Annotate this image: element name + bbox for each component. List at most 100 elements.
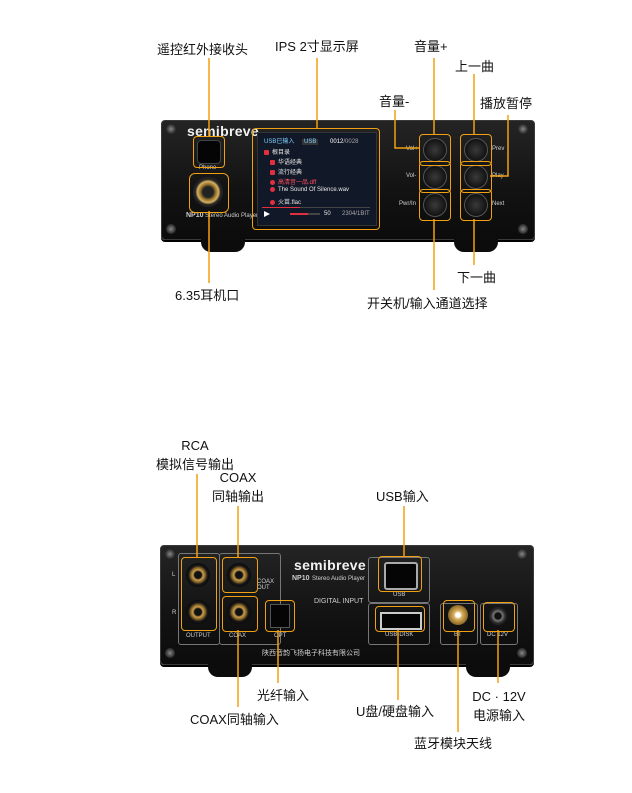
pwr-label: Pwr/In (399, 201, 417, 207)
coax-input-jack[interactable] (227, 600, 251, 624)
screen-row-text: 火苗.flac (278, 200, 302, 206)
ann-vol-down: 音量- (379, 94, 410, 109)
output-label: OUTPUT (186, 633, 211, 639)
dc-highlight (483, 602, 515, 632)
ann-power: 开关机/输入通道选择 (367, 296, 488, 311)
btn-highlight (460, 134, 492, 166)
btn-highlight (460, 189, 492, 221)
screen-row-text: 华语经典 (278, 160, 303, 166)
screen-row: 火苗.flac (270, 197, 301, 206)
screen-tag: USB (302, 139, 319, 145)
btn-highlight (419, 161, 451, 193)
ann-coax-out: COAX 同轴输出 (211, 470, 264, 504)
screen-row: The Sound Of Silence.wav (270, 187, 349, 193)
rear-model: NP10 (292, 575, 310, 582)
btn-highlight (419, 189, 451, 221)
screen-row-text: 高清音一品.dff (278, 180, 317, 186)
front-model-sub: Stereo Audio Player (205, 213, 259, 219)
bt-antenna-connector[interactable] (448, 605, 468, 625)
bt-box (440, 603, 478, 645)
screen-header-text: USB已输入 (264, 139, 295, 145)
btn-highlight (460, 161, 492, 193)
ips-screen: USB已输入 USB 0012/0028 根目录 华语经典 流行经典 高清音一品… (257, 132, 377, 226)
ann-play-pause: 播放暂停 (480, 96, 533, 111)
screen-row-text: 流行经典 (278, 170, 303, 176)
screen-bitrate: 2304/1BIT (342, 211, 370, 217)
coax-out-highlight (222, 557, 258, 593)
optical-highlight (265, 600, 295, 632)
screw (517, 648, 527, 658)
usb-disk-box (368, 603, 430, 645)
screen-volume: 50 (324, 211, 331, 217)
screen-counter: 0012 (330, 139, 344, 145)
front-model: NP10 (186, 212, 204, 219)
screen-row: 流行经典 (270, 167, 302, 176)
screw (517, 549, 527, 559)
power-input-button[interactable] (423, 193, 447, 217)
next-label: Next (492, 201, 505, 207)
coax-in-highlight (222, 596, 258, 632)
rear-brand-logo: semibreve (294, 557, 366, 573)
dc-box (480, 603, 518, 645)
rear-r-label: R (172, 610, 177, 616)
screw (165, 648, 175, 658)
ann-bt: 蓝牙模块天线 (414, 736, 493, 751)
screen-total: /0028 (343, 139, 359, 145)
screw (166, 224, 176, 234)
screen-header: USB已输入 USB 0012/0028 (264, 136, 358, 145)
screen-row: 高清音一品.dff (270, 177, 316, 186)
screen-volume-bar (290, 213, 320, 215)
vol-down-button[interactable] (423, 165, 447, 189)
front-foot-left (201, 238, 245, 252)
usb-disk-label: USB-DISK (385, 632, 414, 638)
phone-label: Phone (199, 165, 217, 171)
screen-row: 华语经典 (270, 157, 302, 166)
maker-label: 陕西音韵飞扬电子科技有限公司 (262, 650, 360, 657)
ann-prev: 上一曲 (455, 59, 495, 74)
rear-foot-left (208, 663, 252, 677)
screw (518, 224, 528, 234)
headphone-jack[interactable] (193, 177, 223, 207)
usb-b-port[interactable] (384, 562, 418, 590)
play-pause-button[interactable] (464, 165, 488, 189)
dc-power-jack[interactable] (489, 607, 507, 625)
rear-foot-right (466, 663, 510, 677)
front-brand-logo: semibreve (187, 123, 259, 139)
ir-receiver (197, 140, 221, 164)
ann-headphone: 6.35耳机口 (175, 288, 240, 303)
ann-coax-in: COAX同轴输入 (190, 712, 279, 727)
usb-b-highlight (378, 556, 422, 592)
ann-usb-in: USB输入 (376, 489, 429, 504)
usb-a-port[interactable] (380, 612, 422, 630)
ann-optical: 光纤输入 (257, 688, 310, 703)
ann-ips-screen: IPS 2寸显示屏 (275, 39, 359, 54)
coax-box (219, 553, 281, 645)
ann-udisk: U盘/硬盘输入 (356, 704, 435, 719)
screen-play-icon (264, 211, 270, 217)
rca-left-output[interactable] (186, 563, 210, 587)
vol-down-label: Vol- (406, 173, 417, 179)
optical-input-port[interactable] (270, 604, 290, 628)
rear-model-sub: Stereo Audio Player (312, 576, 366, 582)
vol-up-label: Vol+ (406, 146, 418, 152)
coax-output-jack[interactable] (227, 563, 251, 587)
ann-rca: RCA 模拟信号输出 (155, 438, 234, 472)
screw (518, 124, 528, 134)
screw (166, 124, 176, 134)
next-button[interactable] (464, 193, 488, 217)
ann-ir-receiver: 遥控红外接收头 (157, 42, 249, 57)
usb-a-highlight (375, 606, 425, 632)
screw (165, 549, 175, 559)
rca-highlight (181, 557, 217, 631)
usb-label: USB (393, 592, 406, 598)
ann-vol-up: 音量+ (414, 39, 448, 54)
coax-out-label: COAX OUT (257, 579, 275, 591)
screen-progress (262, 207, 370, 208)
rca-right-output[interactable] (186, 600, 210, 624)
screen-row: 根目录 (264, 147, 290, 156)
bt-highlight (443, 600, 475, 632)
ir-highlight (193, 136, 225, 168)
ann-dc: DC · 12V 电源输入 (472, 689, 526, 723)
front-foot-right (454, 238, 498, 252)
